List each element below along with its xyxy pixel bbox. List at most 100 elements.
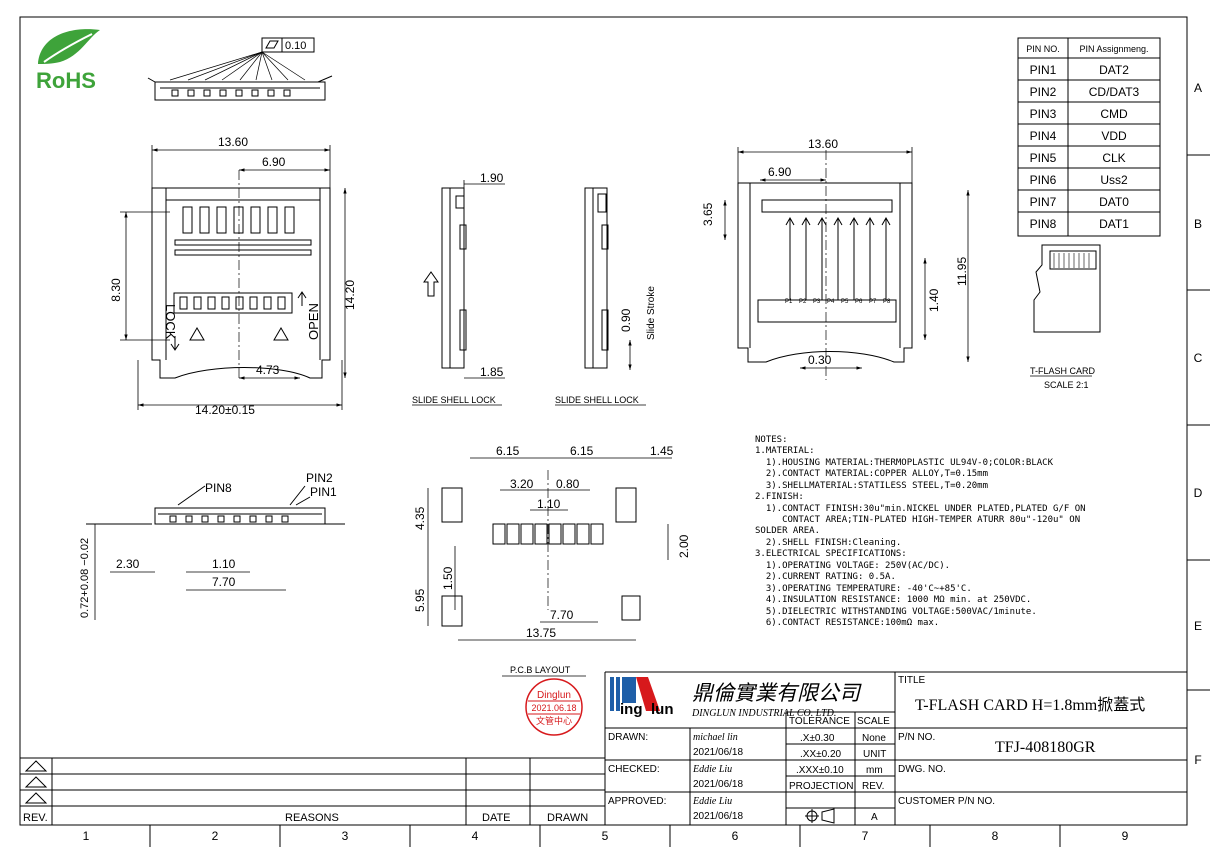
note-line: 2).SHELL FINISH:Cleaning.: [755, 538, 901, 548]
dim-pcb-145: 1.45: [650, 444, 674, 458]
grid-col-5: 5: [602, 829, 609, 843]
pin-table-cell: DAT0: [1099, 195, 1129, 209]
title-label: TITLE: [898, 675, 926, 686]
grid-row-a: A: [1194, 81, 1202, 95]
pin-label: P4: [827, 299, 835, 305]
pin-table-cell: DAT1: [1099, 217, 1129, 231]
front-view-contacts: [169, 515, 289, 523]
pin-label: P3: [813, 299, 821, 305]
front-view-dimensions: [94, 524, 286, 620]
pin-assignment-table: [1017, 37, 1161, 237]
scale-value: None: [862, 733, 886, 744]
pin-table-cell: PIN1: [1030, 63, 1057, 77]
pin8-label: PIN8: [205, 481, 232, 495]
pin-table-cell: CD/DAT3: [1089, 85, 1140, 99]
grid-col-1: 1: [83, 829, 90, 843]
title-block-grid: [604, 671, 1187, 825]
slide-stroke-label: Slide Stroke: [646, 286, 657, 340]
logo-text-a: ing: [620, 701, 643, 718]
top-view-dimensions: [120, 145, 347, 410]
dim-pcb-615b: 6.15: [570, 444, 594, 458]
pin-table-cell: PIN4: [1030, 129, 1057, 143]
dim-top-bottom: 14.20±0.15: [195, 403, 255, 417]
dim-right-030: 0.30: [808, 353, 832, 367]
note-line: CONTACT AREA;TIN-PLATED HIGH-TEMPER ATUR…: [755, 515, 1080, 525]
note-line: 3.ELECTRICAL SPECIFICATIONS:: [755, 549, 907, 559]
dim-side-1-90: 1.90: [480, 171, 504, 185]
pin-table-cell: DAT2: [1099, 63, 1129, 77]
grid-row-b: B: [1194, 217, 1202, 231]
dim-top-left-height: 8.30: [109, 278, 123, 302]
rev-triangle-icon: [24, 760, 48, 772]
grid-column-labels: 1 2 3 4 5 6 7 8 9: [83, 829, 1129, 843]
warning-triangle-right: [273, 327, 289, 341]
grid-row-labels: A B C D E F: [1194, 81, 1203, 767]
pin-table-cell: PIN5: [1030, 151, 1057, 165]
note-line: 1).CONTACT FINISH:30u"min.NICKEL UNDER P…: [755, 504, 1086, 514]
card-caption: T-FLASH CARD: [1030, 366, 1096, 376]
drawn-by: michael lin: [693, 732, 738, 743]
pn-label: P/N NO.: [898, 732, 935, 743]
note-line: 2).CURRENT RATING: 0.5A.: [755, 572, 896, 582]
dim-side-0-90: 0.90: [619, 308, 633, 332]
note-line: 6).CONTACT RESISTANCE:100mΩ max.: [755, 618, 939, 628]
projection-symbol-icon: [805, 808, 835, 824]
profile-pins: [171, 89, 291, 97]
pin-number-labels: P1 P2 P3 P4 P5 P6 P7 P8: [785, 299, 891, 305]
grid-row-f: F: [1194, 753, 1201, 767]
pcb-dimensions: [427, 457, 672, 677]
dim-right-140: 1.40: [927, 288, 941, 312]
revision-block: [20, 757, 605, 825]
stamp-line-1: Dinglun: [537, 690, 571, 701]
pin-table-header-no: PIN NO.: [1026, 44, 1060, 54]
approval-stamp: Dinglun 2021.06.18 文管中心: [525, 678, 583, 736]
connector-profile-view: [147, 37, 333, 101]
grid-row-c: C: [1194, 351, 1203, 365]
revision-drawn-header: DRAWN: [547, 812, 588, 824]
approved-date: 2021/06/18: [693, 811, 743, 822]
side-view-1: [423, 187, 467, 369]
contact-slots-top: [182, 206, 295, 234]
side-caption-1: SLIDE SHELL LOCK: [412, 395, 496, 405]
dim-pcb-1375: 13.75: [526, 626, 556, 640]
projection-label: PROJECTION: [789, 781, 853, 792]
slide-arrow-icon: [423, 271, 439, 297]
dim-pcb-615a: 6.15: [496, 444, 520, 458]
pcb-layout-caption: P.C.B LAYOUT: [510, 665, 571, 675]
note-line: SOLDER AREA.: [755, 526, 820, 536]
pin-label: P7: [869, 299, 877, 305]
note-line: 3).SHELLMATERIAL:STATILESS STEEL,T=0.20m…: [755, 481, 988, 491]
unit-value: mm: [866, 765, 883, 776]
dim-right-365: 3.65: [701, 202, 715, 226]
connector-front-view: [86, 485, 345, 525]
dim-top-half: 6.90: [262, 155, 286, 169]
company-name-en: DINGLUN INDUSTRIAL CO. LTD.: [691, 708, 836, 719]
drawn-date: 2021/06/18: [693, 747, 743, 758]
dim-right-width: 13.60: [808, 137, 838, 151]
grid-col-7: 7: [862, 829, 869, 843]
pin-table-cell: VDD: [1101, 129, 1127, 143]
note-line: 1).HOUSING MATERIAL:THERMOPLASTIC UL94V-…: [755, 458, 1054, 468]
pin-table-cell: PIN7: [1030, 195, 1057, 209]
revision-rev-header: REV.: [23, 812, 48, 824]
dim-pcb-435: 4.35: [413, 506, 427, 530]
checked-label: CHECKED:: [608, 764, 660, 775]
rohs-text: RoHS: [36, 68, 96, 93]
pin-table-cell: CLK: [1102, 151, 1125, 165]
grid-row-d: D: [1194, 486, 1203, 500]
pin-table-cell: PIN3: [1030, 107, 1057, 121]
note-line: 3).OPERATING TEMPERATURE: -40'C~+85'C.: [755, 584, 972, 594]
side-view-dimensions: [412, 180, 646, 406]
rev-triangle-icon: [24, 792, 48, 804]
pin-label: P8: [883, 299, 891, 305]
pin-label: P6: [855, 299, 863, 305]
drawing-title: T-FLASH CARD H=1.8mm掀蓋式: [915, 696, 1145, 714]
stamp-line-3: 文管中心: [536, 715, 572, 727]
pin2-label: PIN2: [306, 471, 333, 485]
dim-front-thickness: 0.72+0.08 −0.02: [79, 538, 91, 618]
dim-pcb-080: 0.80: [556, 477, 580, 491]
note-line: 4).INSULATION RESISTANCE: 1000 MΩ min. a…: [755, 595, 1031, 605]
company-logo: ing lun: [610, 677, 674, 718]
dim-right-half: 6.90: [768, 165, 792, 179]
